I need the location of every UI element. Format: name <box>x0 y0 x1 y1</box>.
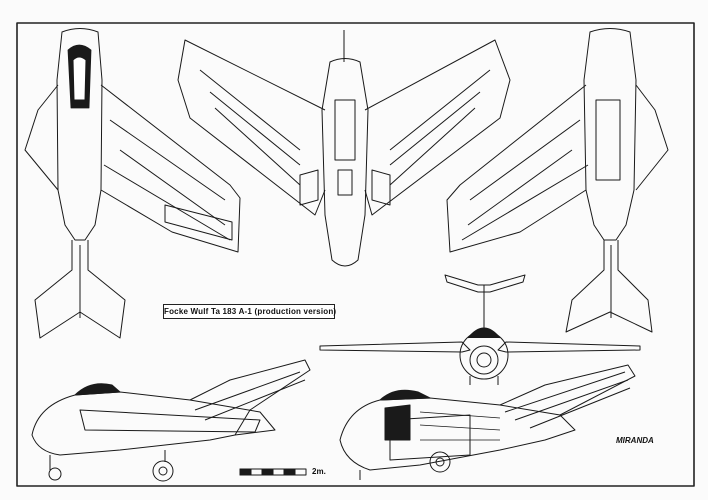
cutaway-side-view <box>339 364 636 480</box>
front-underside-view <box>177 30 511 267</box>
drawing-title: Focke Wulf Ta 183 A-1 (production versio… <box>163 304 336 319</box>
front-view <box>319 274 641 385</box>
scale-bar <box>239 468 307 476</box>
bottom-view <box>446 28 669 333</box>
top-view <box>24 28 241 339</box>
signature-text: MIRANDA <box>616 436 654 445</box>
artist-signature: MIRANDA <box>616 436 654 445</box>
side-view <box>31 359 311 482</box>
scale-label: 2m. <box>312 467 326 476</box>
sheet-border <box>16 22 695 487</box>
